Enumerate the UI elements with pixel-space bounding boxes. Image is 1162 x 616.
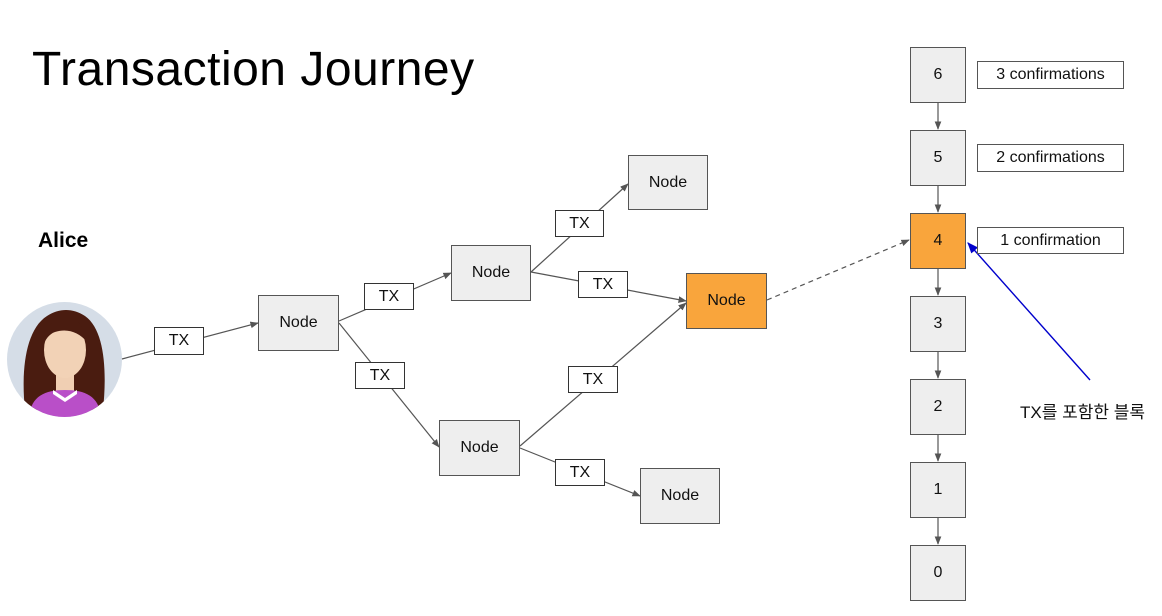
node-top: Node	[628, 155, 708, 210]
tx-label: TX	[154, 327, 204, 355]
block-2: 2	[910, 379, 966, 435]
block-3: 3	[910, 296, 966, 352]
node-upper-mid: Node	[451, 245, 531, 301]
edge-nodeorange-block4	[766, 239, 910, 301]
alice-avatar	[7, 302, 122, 417]
annotation-arrow	[967, 242, 1091, 381]
tx-label: TX	[355, 362, 405, 389]
tx-label: TX	[555, 210, 604, 237]
page-title: Transaction Journey	[32, 43, 475, 96]
tx-label: TX	[578, 271, 628, 298]
block-4: 4	[910, 213, 966, 269]
confirmation-label-3: 3 confirmations	[977, 61, 1124, 89]
confirmation-label-1: 1 confirmation	[977, 227, 1124, 254]
node-miner: Node	[686, 273, 767, 329]
confirmation-label-2: 2 confirmations	[977, 144, 1124, 172]
node-first: Node	[258, 295, 339, 351]
block-5: 5	[910, 130, 966, 186]
tx-label: TX	[568, 366, 618, 393]
node-bottom: Node	[640, 468, 720, 524]
tx-block-annotation: TX를 포함한 블록	[1020, 403, 1146, 422]
block-1: 1	[910, 462, 966, 518]
alice-label: Alice	[38, 229, 89, 252]
tx-label: TX	[555, 459, 605, 486]
tx-label: TX	[364, 283, 414, 310]
block-6: 6	[910, 47, 966, 103]
block-0: 0	[910, 545, 966, 601]
node-lower-mid: Node	[439, 420, 520, 476]
